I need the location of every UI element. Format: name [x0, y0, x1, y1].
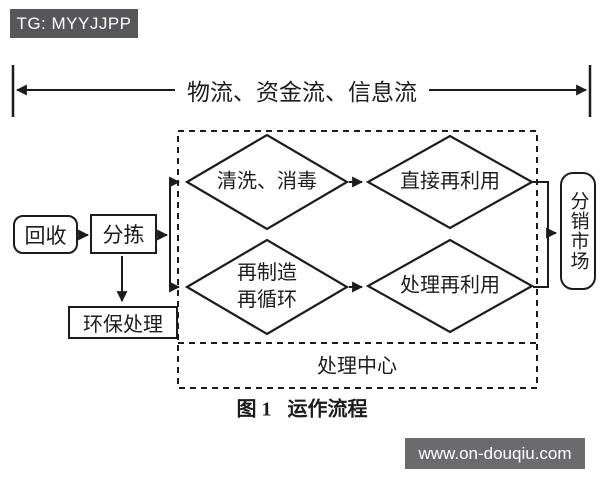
figure-caption-number: 图 1	[236, 398, 272, 421]
node-distribution-market: 分销市场	[560, 172, 596, 290]
watermark-url-bar: www.on-douqiu.com	[405, 438, 585, 469]
diamond-remanufacture-line2: 再循环	[237, 289, 297, 311]
diamond-remanufacture-line1: 再制造	[237, 262, 297, 284]
figure-caption: 图 1 运作流程	[237, 393, 368, 422]
diamond-process-reuse-label: 处理再利用	[400, 274, 500, 297]
diamond-remanufacture-label: 再制造 再循环	[237, 260, 297, 314]
processing-center-label: 处理中心	[317, 355, 397, 378]
diamond-direct-reuse-label: 直接再利用	[400, 170, 500, 193]
diamond-direct-reuse	[365, 134, 535, 230]
flow-span-label: 物流、资金流、信息流	[175, 73, 429, 107]
node-sorting-label: 分拣	[102, 223, 145, 247]
node-recycle: 回收	[13, 215, 78, 254]
merge-bracket-to-market	[533, 181, 549, 288]
node-recycle-label: 回收	[24, 223, 67, 248]
node-distribution-market-label: 分销市场	[567, 191, 589, 271]
diamond-process-reuse	[365, 238, 535, 334]
diamond-clean-disinfect-label: 清洗、消毒	[217, 170, 317, 193]
diamond-clean-disinfect	[184, 133, 350, 231]
processing-center-dashed-box	[177, 130, 538, 389]
branch-connector-vertical	[169, 176, 181, 287]
telegram-badge: TG: MYYJJPP	[10, 9, 138, 38]
node-eco-treatment: 环保处理	[68, 306, 178, 339]
diamond-remanufacture-recycle	[184, 238, 350, 336]
node-sorting: 分拣	[90, 214, 157, 254]
figure-caption-title: 运作流程	[287, 398, 368, 421]
node-eco-treatment-label: 环保处理	[83, 314, 163, 336]
